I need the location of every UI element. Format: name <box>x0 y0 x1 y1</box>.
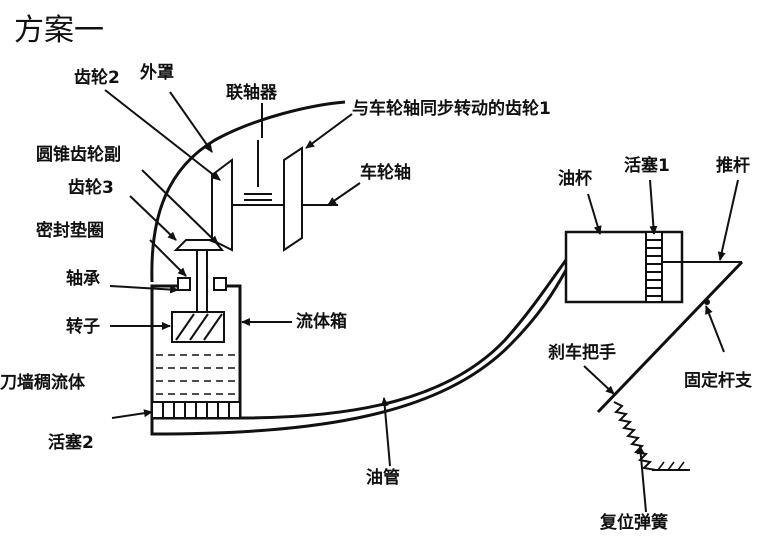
label-fluid-box: 流体箱 <box>296 311 347 332</box>
oil-cup <box>564 230 684 304</box>
label-piston2: 活塞2 <box>48 432 94 453</box>
return-spring <box>613 401 657 471</box>
label-oil-cup: 油杯 <box>558 168 592 189</box>
label-brake-handle: 刹车把手 <box>548 342 616 363</box>
label-gear2: 齿轮2 <box>74 67 120 88</box>
label-seal: 密封垫圈 <box>36 220 104 241</box>
rotor-hatch-3 <box>203 313 223 341</box>
label-cover: 外罩 <box>140 62 174 83</box>
label-piston1: 活塞1 <box>624 155 670 176</box>
label-sync-gear: 与车轮轴同步转动的齿轮1 <box>352 98 551 119</box>
label-axle: 车轮轴 <box>360 162 411 183</box>
label-oil-pipe: 油管 <box>366 467 400 488</box>
gear1-plate <box>283 146 303 252</box>
label-rotor: 转子 <box>66 316 100 337</box>
label-bevel-pair: 圆锥齿轮副 <box>36 144 121 165</box>
label-return-spring: 复位弹簧 <box>599 512 668 533</box>
diagram-title: 方案一 <box>14 13 104 48</box>
label-gear3: 齿轮3 <box>68 177 114 198</box>
label-fixed-rod: 固定杆支 <box>684 370 753 391</box>
piston2-ticks <box>162 402 230 418</box>
rotor-hatch-1 <box>175 313 195 341</box>
gear2-plate <box>211 158 233 252</box>
rotor-hatch-2 <box>189 313 209 341</box>
label-push-rod: 推杆 <box>716 155 750 176</box>
bearing-left <box>177 277 191 291</box>
leader-lines <box>104 89 739 513</box>
oil-pipe <box>150 269 568 436</box>
oil-pipe-inner <box>239 259 568 420</box>
label-fluid: 刀墙稠流体 <box>0 372 86 393</box>
pivot-point <box>704 299 710 305</box>
bearing-right <box>213 277 227 291</box>
label-bearing: 轴承 <box>66 268 100 289</box>
brake-lever <box>596 260 744 414</box>
piston1 <box>645 231 663 303</box>
piston1-ticks <box>646 239 662 297</box>
spring-ground-hatch <box>657 461 685 471</box>
label-coupling: 联轴器 <box>226 82 278 103</box>
outer-cover <box>150 100 346 283</box>
